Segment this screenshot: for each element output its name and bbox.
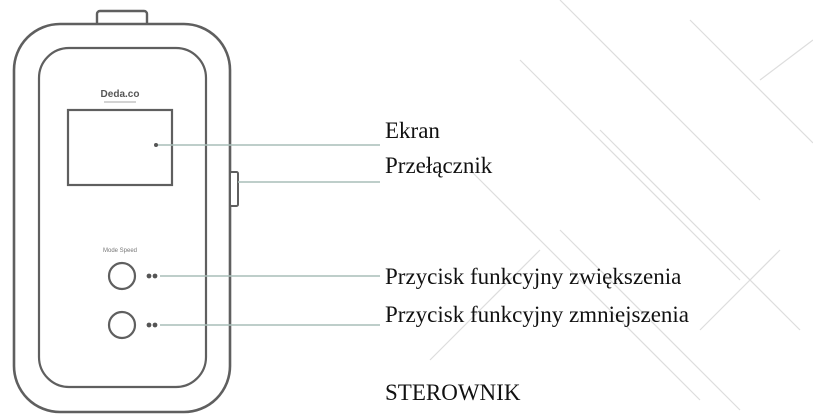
controller-device bbox=[12, 9, 239, 414]
screen-leader-anchor-dot bbox=[154, 143, 158, 147]
increase-button-callout-label: Przycisk funkcyjny zwiększenia bbox=[385, 264, 682, 289]
device-logo: Deda.co bbox=[101, 89, 140, 100]
decrease-indicator-dot bbox=[152, 322, 158, 328]
decrease-indicator-dot bbox=[146, 322, 152, 328]
device-side-switch bbox=[229, 171, 239, 207]
device-inner-face bbox=[37, 46, 208, 389]
indicator-dots bbox=[146, 273, 158, 328]
device-screen bbox=[66, 108, 174, 187]
decrease-button-callout-label: Przycisk funkcyjny zmniejszenia bbox=[385, 302, 690, 327]
diagram-caption: STEROWNIK bbox=[385, 380, 521, 405]
background-watermark bbox=[429, 0, 813, 411]
device-outer-shell bbox=[12, 22, 232, 414]
switch-callout-label: Przełącznik bbox=[385, 153, 493, 178]
screen-callout-label: Ekran bbox=[385, 118, 440, 143]
increase-button-circle bbox=[107, 261, 137, 291]
leader-lines bbox=[156, 144, 380, 326]
increase-indicator-dot bbox=[152, 273, 158, 279]
device-button-labels: Mode Speed bbox=[103, 248, 137, 254]
increase-indicator-dot bbox=[146, 273, 152, 279]
decrease-button-circle bbox=[107, 310, 137, 340]
